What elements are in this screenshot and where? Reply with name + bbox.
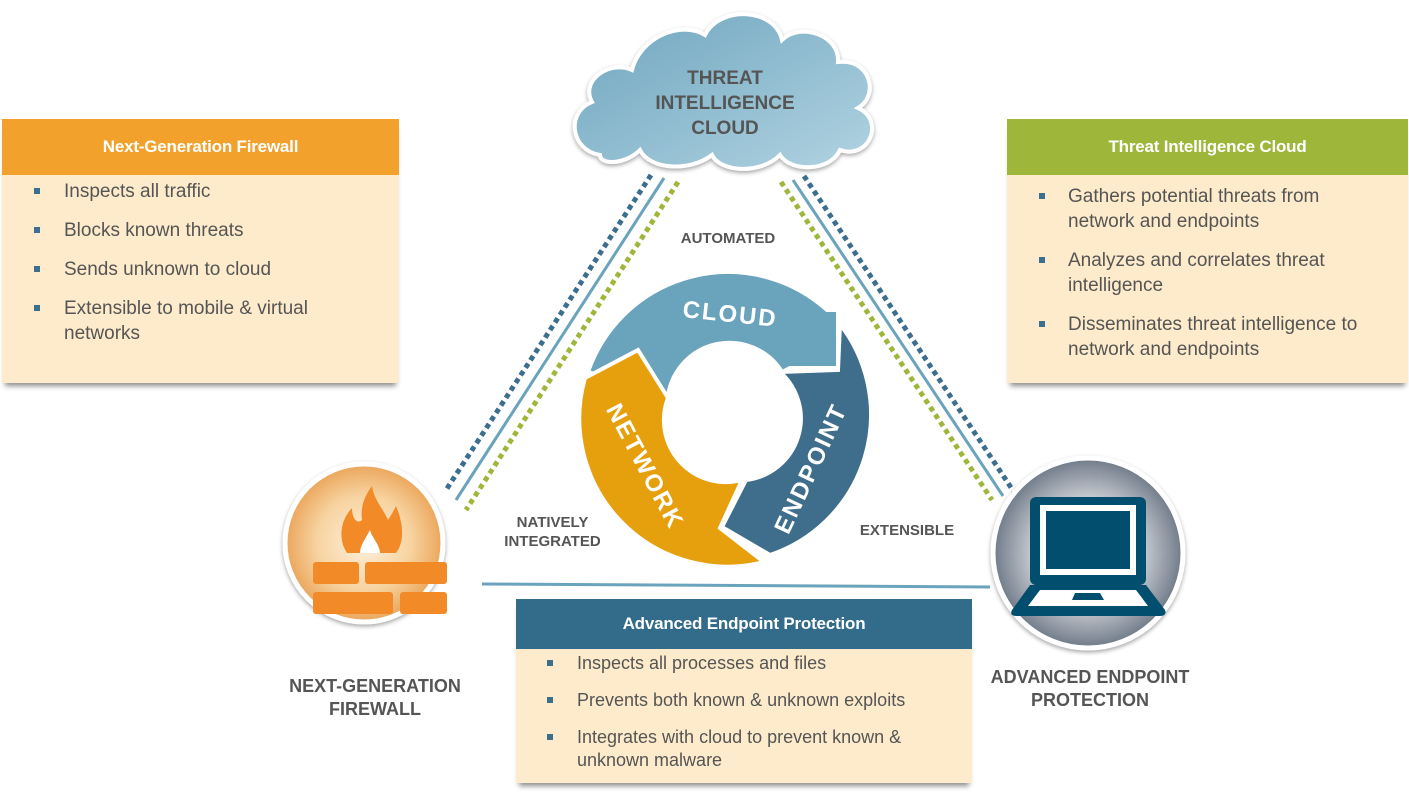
node-label-line: FIREWALL (329, 699, 421, 719)
cycle-segment-endpoint[interactable] (719, 318, 873, 558)
connector-dotted-green (778, 180, 995, 502)
cycle-segment-network[interactable] (577, 347, 769, 569)
list-item: Prevents both known & unknown exploits (547, 689, 972, 712)
bullet-icon (34, 188, 40, 194)
bullet-icon (34, 305, 40, 311)
connector-solid (791, 179, 1005, 497)
bullet-icon (1039, 321, 1045, 327)
edge-label-automated: AUTOMATED (680, 230, 776, 247)
list-item-text: Inspects all processes and files (577, 653, 827, 673)
connector-cloud-firewall (443, 173, 681, 512)
bullet-icon (1039, 193, 1045, 199)
connector-dotted-green (463, 180, 681, 512)
brick (365, 562, 447, 584)
connector-solid (454, 177, 666, 501)
cloud-info-card: Threat Intelligence Cloud Gathers potent… (1007, 119, 1408, 383)
list-item: Blocks known threats (34, 218, 399, 243)
edge-label-natively-integrated: NATIVELY INTEGRATED (490, 513, 615, 551)
list-item-text: Analyzes and correlates threat intellige… (1068, 250, 1325, 296)
list-item: Disseminates threat intelligence to netw… (1039, 312, 1368, 362)
bullet-icon (34, 227, 40, 233)
bullet-icon (547, 697, 553, 703)
bullet-list: Inspects all traffic Blocks known threat… (2, 175, 399, 346)
connector-dotted-dark (801, 174, 1017, 494)
cycle-center (666, 358, 790, 482)
list-item-text: Inspects all traffic (64, 181, 211, 202)
cloud-label-line: THREAT (687, 68, 763, 89)
firewall-icon (313, 486, 447, 614)
endpoint-node[interactable] (990, 455, 1186, 651)
list-item: Gathers potential threats from network a… (1039, 184, 1358, 234)
edge-label-line: NATIVELY (516, 514, 589, 531)
laptop-icon (1011, 497, 1166, 616)
list-item-text: Disseminates threat intelligence to netw… (1068, 314, 1358, 360)
bullet-icon (1039, 257, 1045, 263)
node-label-line: ADVANCED ENDPOINT (990, 667, 1190, 687)
list-item: Analyzes and correlates threat intellige… (1039, 248, 1358, 298)
firewall-info-card: Next-Generation Firewall Inspects all tr… (2, 119, 399, 383)
cloud-label: THREAT INTELLIGENCE CLOUD (620, 66, 830, 141)
list-item: Inspects all traffic (34, 179, 399, 204)
endpoint-info-card: Advanced Endpoint Protection Inspects al… (516, 599, 972, 783)
node-label-line: PROTECTION (1030, 690, 1149, 710)
endpoint-node-label: ADVANCED ENDPOINT PROTECTION (970, 666, 1210, 712)
cloud-icon (572, 12, 875, 171)
brick (313, 562, 359, 584)
edge-label-extensible: EXTENSIBLE (859, 522, 955, 539)
card-title: Next-Generation Firewall (2, 119, 399, 175)
connector-firewall-endpoint (481, 582, 991, 589)
bullet-icon (34, 266, 40, 272)
list-item: Extensible to mobile & virtual networks (34, 296, 344, 346)
list-item-text: Sends unknown to cloud (64, 259, 272, 280)
list-item: Sends unknown to cloud (34, 257, 399, 282)
threat-intelligence-cloud[interactable] (572, 12, 875, 171)
card-title: Threat Intelligence Cloud (1007, 119, 1408, 175)
bullet-list: Gathers potential threats from network a… (1007, 175, 1408, 362)
cycle-segment-cloud[interactable] (585, 270, 840, 399)
list-item-text: Blocks known threats (64, 220, 244, 241)
firewall-node[interactable] (282, 461, 447, 625)
bullet-icon (547, 734, 553, 740)
edge-label-line: INTEGRATED (504, 533, 601, 550)
bullet-list: Inspects all processes and files Prevent… (516, 649, 972, 772)
brick (313, 592, 393, 614)
connector-cloud-endpoint (778, 174, 1017, 502)
firewall-node-label: NEXT-GENERATION FIREWALL (270, 675, 480, 721)
list-item: Integrates with cloud to prevent known &… (547, 726, 927, 772)
cloud-label-line: CLOUD (691, 118, 759, 139)
bullet-icon (547, 660, 553, 666)
list-item-text: Integrates with cloud to prevent known &… (577, 727, 902, 770)
list-item: Inspects all processes and files (547, 652, 972, 675)
list-item-text: Extensible to mobile & virtual networks (64, 298, 308, 344)
card-title: Advanced Endpoint Protection (516, 599, 972, 649)
flame-icon (341, 486, 403, 553)
list-item-text: Gathers potential threats from network a… (1068, 186, 1320, 232)
list-item-text: Prevents both known & unknown exploits (577, 690, 906, 710)
node-label-line: NEXT-GENERATION (289, 676, 461, 696)
brick (400, 592, 447, 614)
cycle-diagram: CLOUD ENDPOINT NETWORK (577, 270, 873, 569)
cloud-label-line: INTELLIGENCE (655, 93, 795, 114)
